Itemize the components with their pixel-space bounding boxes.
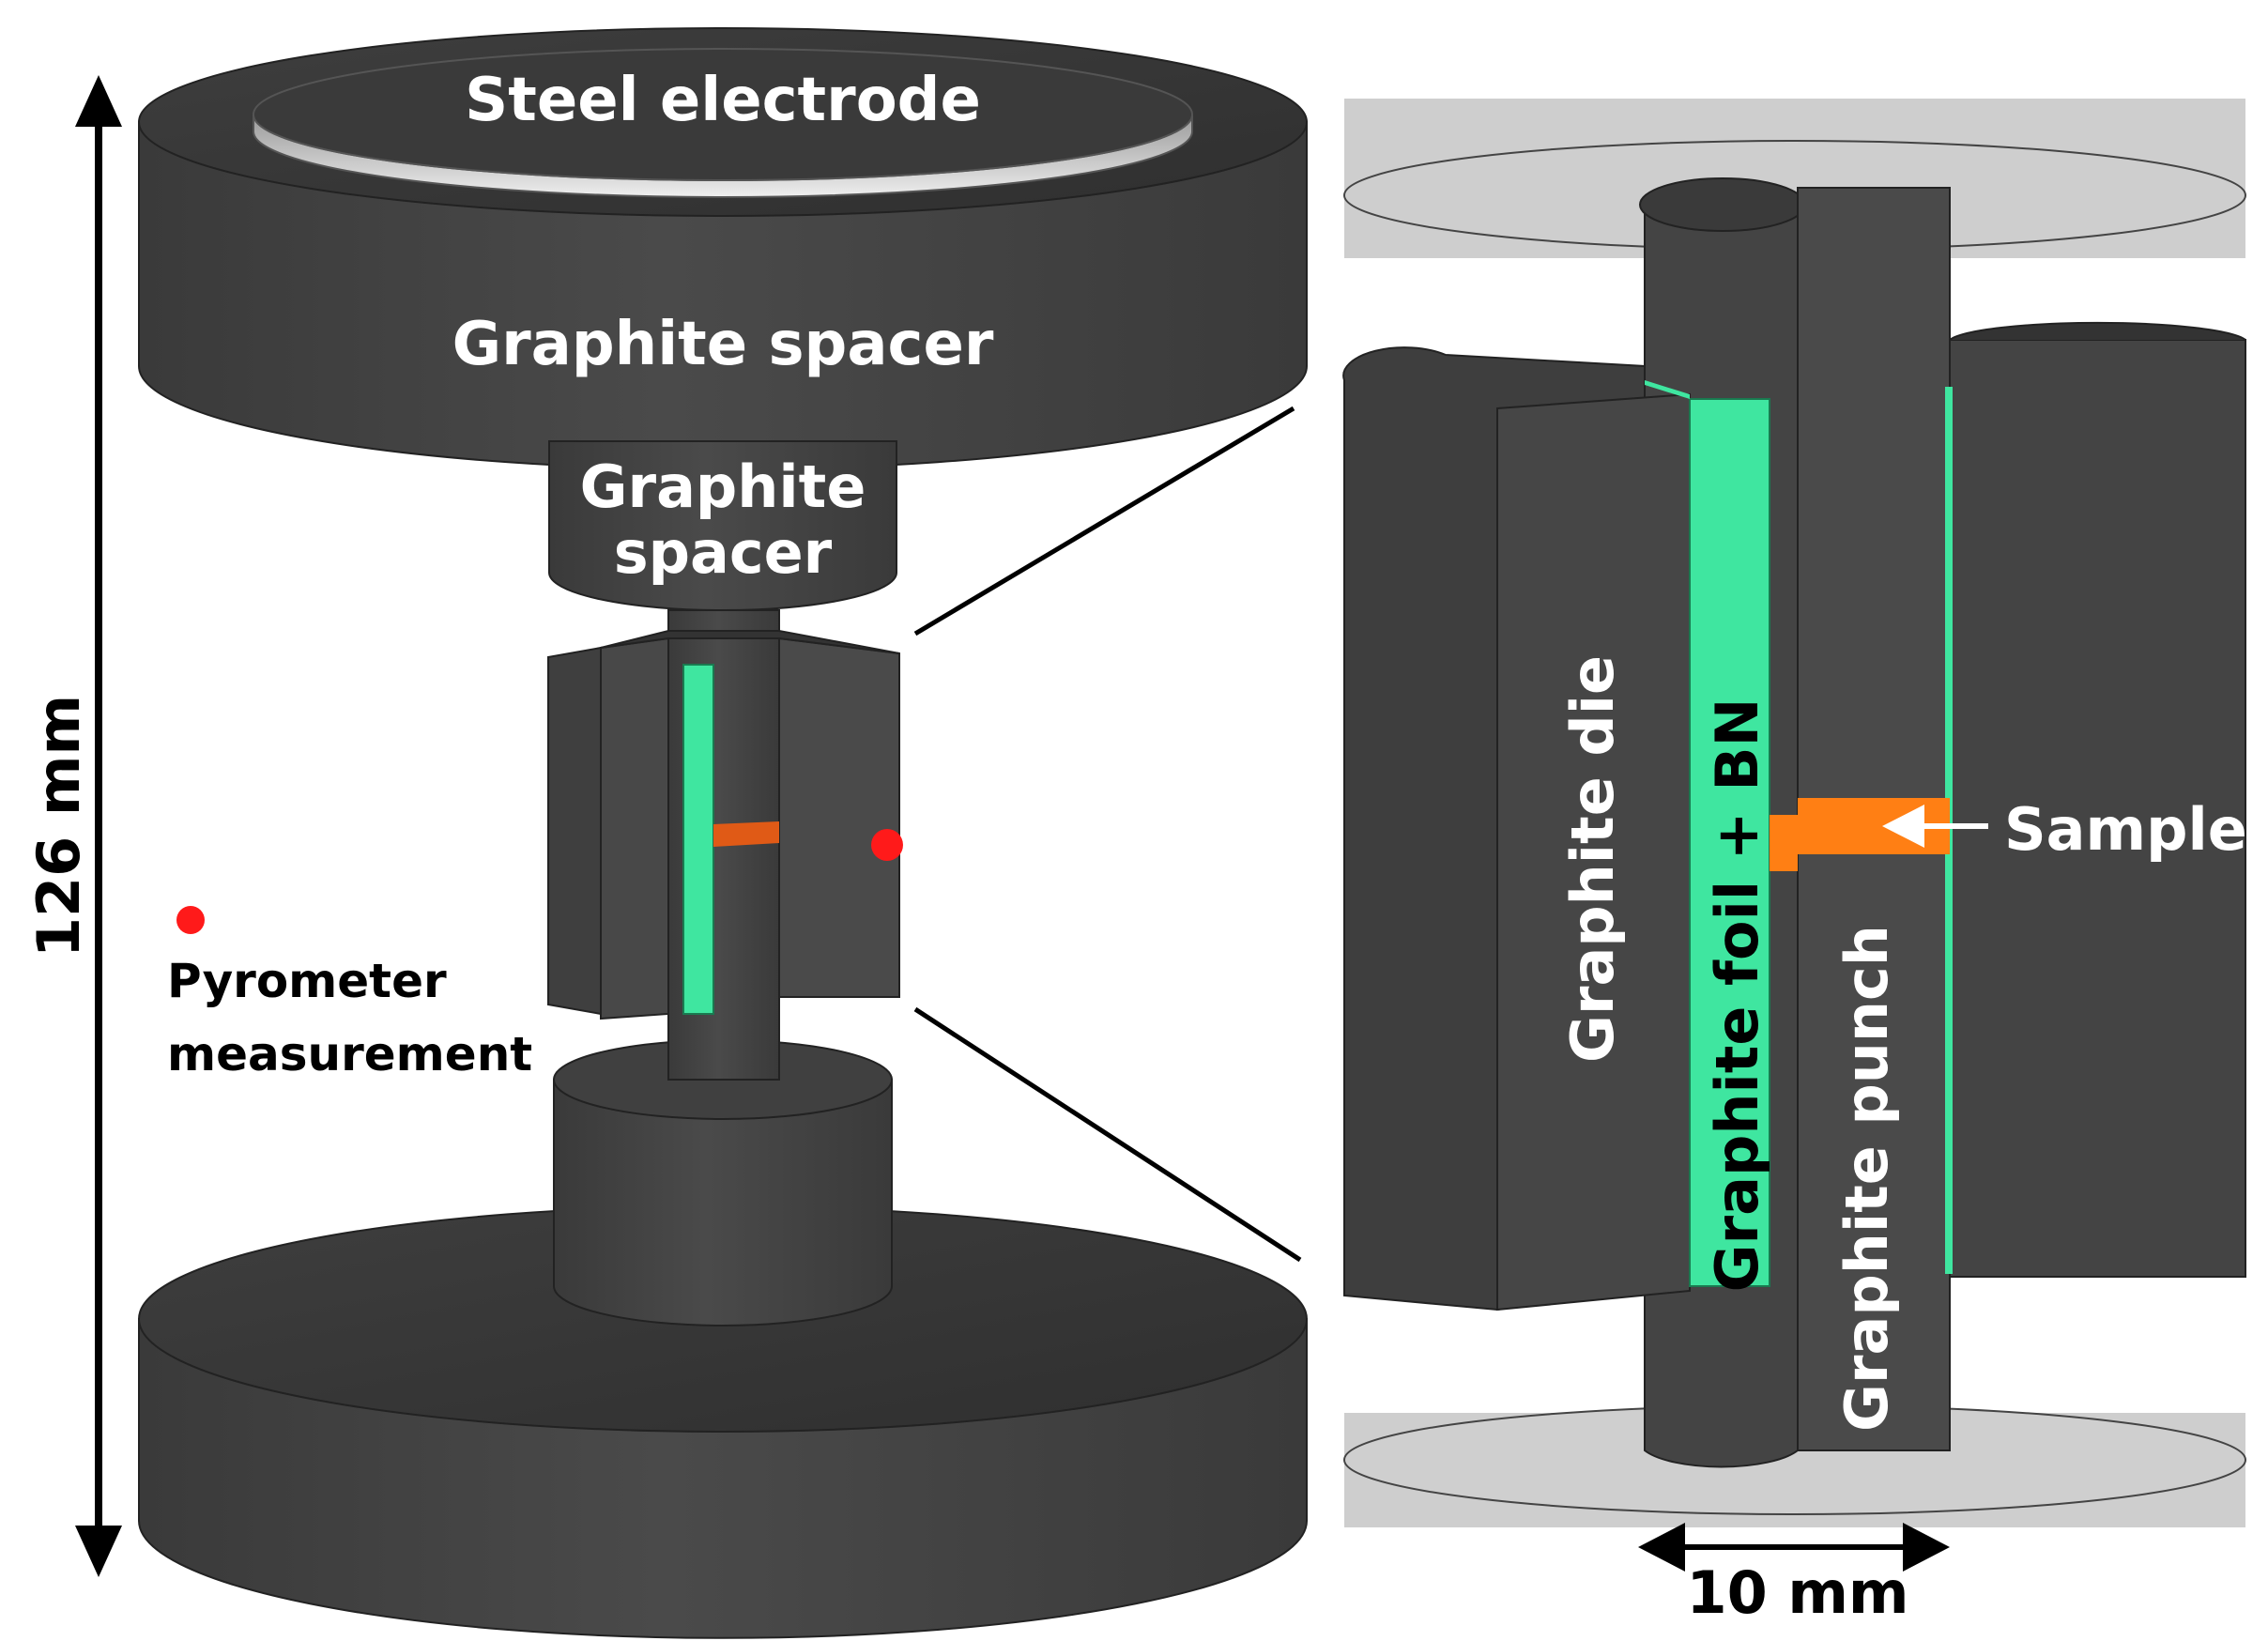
left-graphite-foil [682, 664, 714, 1015]
zoom-graphite-die-left [1342, 346, 1691, 1311]
label-height-dimension: 126 mm [24, 695, 93, 958]
label-graphite-punch: Graphite punch [1832, 925, 1901, 1432]
label-pyrometer-1: Pyrometer [167, 954, 447, 1008]
label-steel-electrode: Steel electrode [465, 66, 981, 135]
zoom-line-top [913, 406, 1295, 636]
label-graphite-spacer-large: Graphite spacer [452, 310, 994, 379]
sample-arrow [1882, 805, 1988, 848]
label-graphite-die: Graphite die [1558, 655, 1627, 1063]
label-width-dimension: 10 mm [1686, 1558, 1908, 1627]
label-graphite-spacer-small-2: spacer [614, 518, 833, 587]
left-graphite-die [547, 630, 900, 1020]
left-sample [713, 821, 779, 847]
label-graphite-spacer-small-1: Graphite [580, 452, 866, 521]
pyrometer-point-legend [176, 906, 205, 934]
steel-electrode [253, 48, 1193, 198]
label-sample: Sample [2004, 795, 2247, 864]
zoom-line-bottom [913, 1006, 1302, 1263]
pyrometer-point-die [871, 829, 903, 861]
label-pyrometer-2: measurement [167, 1027, 532, 1081]
label-graphite-foil-bn: Graphite foil + BN [1703, 698, 1771, 1293]
bottom-small-graphite-spacer [553, 1039, 893, 1327]
width-dimension-arrow [1638, 1523, 1950, 1572]
height-dimension-arrow [75, 75, 122, 1577]
